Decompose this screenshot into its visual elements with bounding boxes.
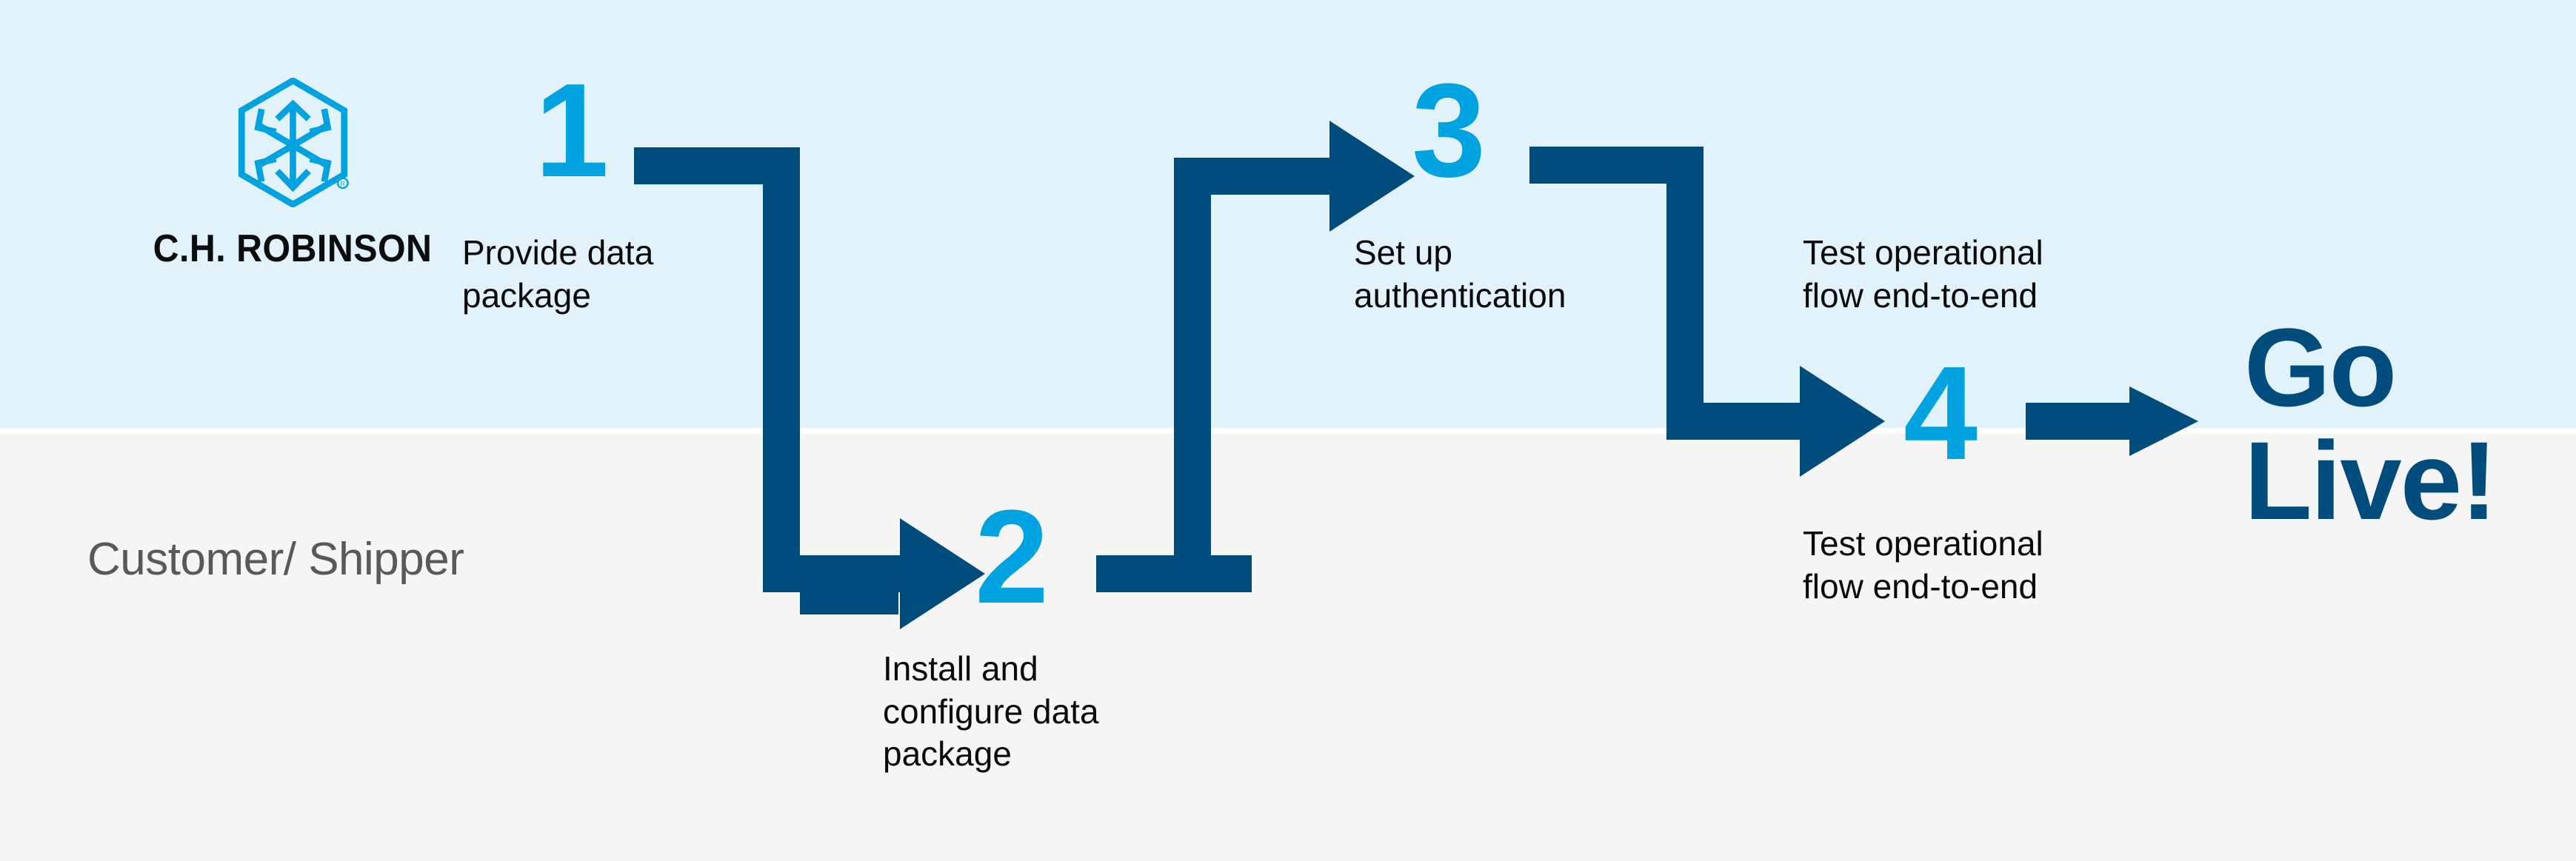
chrobinson-hexagon-cube-logo-icon: R bbox=[238, 78, 349, 207]
step-number-2: 2 bbox=[975, 483, 1049, 631]
step-caption-1: Provide data package bbox=[462, 233, 654, 315]
band-bottom-customer-lane bbox=[0, 434, 2576, 861]
brand-wordmark: C.H. ROBINSON bbox=[153, 227, 433, 270]
step-caption-4-bottom: Test operational flow end-to-end bbox=[1803, 524, 2043, 606]
outcome-go-live-label: Go Live! bbox=[2244, 305, 2497, 543]
svg-text:R: R bbox=[340, 180, 344, 187]
step-number-4: 4 bbox=[1903, 339, 1978, 488]
step-caption-3: Set up authentication bbox=[1354, 233, 1566, 315]
brand-logo-block: R C.H. ROBINSON bbox=[119, 78, 467, 271]
band-top-partner-lane bbox=[0, 0, 2576, 428]
step-caption-2: Install and configure data package bbox=[883, 649, 1099, 773]
step-caption-4-top: Test operational flow end-to-end bbox=[1803, 233, 2043, 315]
step-number-1: 1 bbox=[535, 56, 609, 205]
lane-label-customer-shipper: Customer/ Shipper bbox=[87, 534, 464, 585]
step-number-3: 3 bbox=[1412, 56, 1486, 205]
